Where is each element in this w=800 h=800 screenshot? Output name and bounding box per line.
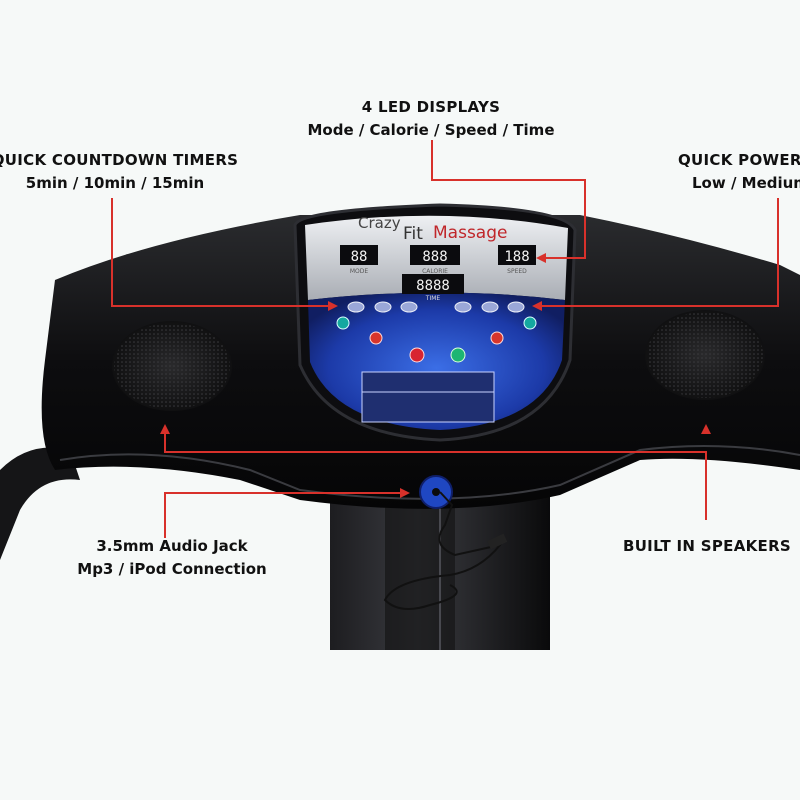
countdown-timers-title: QUICK COUNTDOWN TIMERS	[0, 151, 239, 169]
control-panel	[293, 203, 577, 442]
speed-down-button[interactable]	[369, 331, 383, 345]
calorie-label: CALORIE	[422, 268, 448, 275]
power-high-button[interactable]	[507, 301, 525, 313]
speed-up-button[interactable]	[490, 331, 504, 345]
time-label: TIME	[425, 295, 441, 302]
time-button[interactable]	[523, 316, 537, 330]
left-speaker	[112, 321, 232, 411]
time-display-value: 8888	[416, 278, 450, 294]
handle-bar	[0, 447, 80, 560]
calorie-display	[410, 245, 460, 265]
brand-prefix: Crazy	[358, 214, 401, 232]
speakers-annotation: BUILT IN SPEAKERS	[618, 535, 796, 558]
mode-label: MODE	[350, 268, 369, 275]
annotation-lines	[111, 140, 779, 538]
countdown-timers-annotation: QUICK COUNTDOWN TIMERS 5min / 10min / 15…	[0, 149, 240, 195]
right-speaker	[645, 310, 765, 400]
audio-cable	[383, 491, 503, 610]
led-leader-line	[431, 140, 586, 259]
speed-display-value: 188	[504, 249, 529, 265]
quick-power-title: QUICK POWER	[678, 151, 800, 169]
calorie-display-value: 888	[422, 249, 447, 265]
audio-leader-line	[164, 492, 402, 538]
mode-button[interactable]	[336, 316, 350, 330]
stop-button[interactable]	[409, 347, 425, 363]
timer-5min-button[interactable]	[347, 301, 365, 313]
start-button[interactable]	[450, 347, 466, 363]
speed-display	[498, 245, 536, 265]
quick-power-annotation: QUICK POWER Low / Medium	[672, 149, 800, 195]
quick-power-subtitle: Low / Medium	[692, 174, 800, 192]
timer-15min-button[interactable]	[400, 301, 418, 313]
mode-display	[340, 245, 378, 265]
led-displays-title: 4 LED DISPLAYS	[361, 98, 501, 116]
speed-label: SPEED	[507, 268, 527, 275]
led-displays-subtitle: Mode / Calorie / Speed / Time	[307, 121, 555, 139]
power-medium-button[interactable]	[481, 301, 499, 313]
quick-power-buttons	[454, 301, 525, 313]
mode-display-value: 88	[351, 249, 368, 265]
speakers-title: BUILT IN SPEAKERS	[622, 537, 792, 555]
audio-jack[interactable]	[419, 475, 453, 509]
timer-10min-button[interactable]	[374, 301, 392, 313]
audio-jack-subtitle: Mp3 / iPod Connection	[77, 560, 267, 578]
power-low-button[interactable]	[454, 301, 472, 313]
timer-leader-line	[111, 198, 330, 307]
countdown-timer-buttons	[347, 301, 418, 313]
annotation-arrowheads	[160, 253, 711, 498]
brand-massage: Massage	[433, 223, 507, 243]
countdown-timers-subtitle: 5min / 10min / 15min	[25, 174, 205, 192]
audio-jack-annotation: 3.5mm Audio Jack Mp3 / iPod Connection	[62, 535, 282, 581]
power-leader-line	[542, 198, 779, 307]
brand-fit: Fit	[403, 224, 423, 244]
audio-jack-title: 3.5mm Audio Jack	[96, 537, 248, 555]
time-display	[402, 274, 464, 294]
led-displays-annotation: 4 LED DISPLAYS Mode / Calorie / Speed / …	[300, 96, 562, 142]
speaker-leader-line	[164, 432, 707, 520]
